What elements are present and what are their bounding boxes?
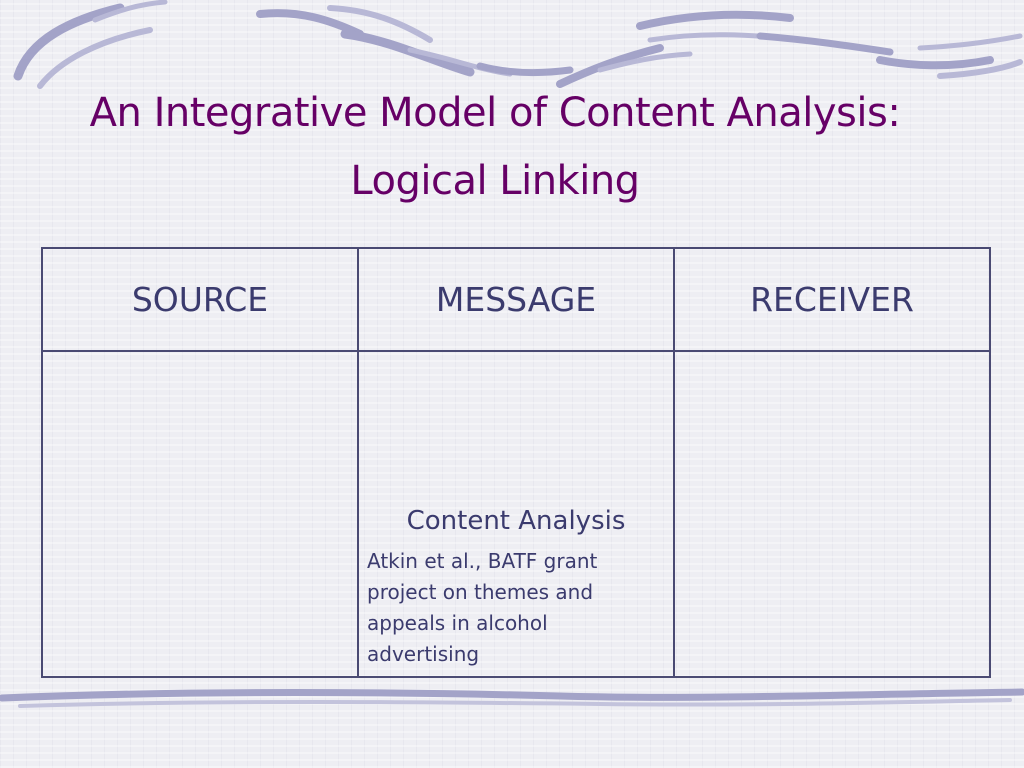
header-receiver: RECEIVER <box>673 247 991 352</box>
table-header-row: SOURCE MESSAGE RECEIVER <box>41 247 991 352</box>
message-cell-note: Atkin et al., BATF grant project on them… <box>367 549 598 666</box>
message-cell: Content Analysis Atkin et al., BATF gran… <box>357 350 675 678</box>
slide-title-line-2: Logical Linking <box>350 158 640 204</box>
table-body-row: Content Analysis Atkin et al., BATF gran… <box>41 350 991 678</box>
header-source: SOURCE <box>41 247 359 352</box>
bottom-swirl-decoration <box>0 688 1024 708</box>
source-cell <box>41 350 359 678</box>
receiver-cell <box>673 350 991 678</box>
model-table: SOURCE MESSAGE RECEIVER Content Analysis… <box>41 247 991 678</box>
header-message: MESSAGE <box>357 247 675 352</box>
slide-title-line-1: An Integrative Model of Content Analysis… <box>89 90 901 136</box>
top-swirl-decoration <box>13 0 1023 89</box>
message-cell-heading: Content Analysis <box>406 506 626 536</box>
